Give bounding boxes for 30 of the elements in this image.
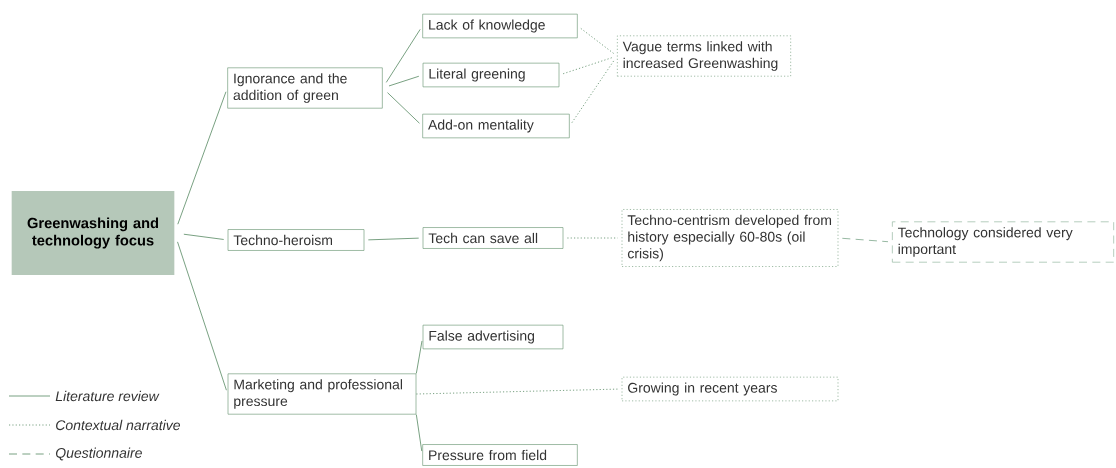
topic-box: Greenwashing and technology focus (11, 191, 175, 275)
topic-box: False advertising (422, 324, 564, 350)
legend-label: Questionnaire (55, 447, 142, 461)
connector-line (183, 233, 225, 240)
topic-box: Pressure from field (422, 444, 578, 466)
connector-line (177, 241, 227, 391)
narrative-box: Techno-centrism developed from history especially 60-80s (oil crisis) (621, 209, 839, 267)
topic-box: Add-on mentality (422, 113, 570, 139)
legend-label: Literature review (55, 390, 160, 402)
topic-box: Tech can save all (422, 227, 564, 249)
topic-box: Ignorance and the addition of green (227, 67, 383, 109)
connector-line (385, 28, 421, 83)
narrative-box: Vague terms linked with increased Greenwashing (617, 35, 791, 77)
legend-label: Contextual narrative (56, 419, 180, 431)
connector-line (415, 414, 423, 452)
connector-line (841, 237, 889, 243)
connector-line (566, 237, 619, 239)
topic-box: Techno-heroism (227, 229, 365, 251)
connector-line (388, 75, 420, 87)
connector-line (415, 340, 423, 374)
connector-line (571, 58, 616, 124)
topic-box: Literal greening (422, 62, 560, 88)
topic-box: Lack of knowledge (422, 13, 578, 39)
connector-line (177, 91, 227, 225)
connector-line (367, 237, 420, 241)
connector-line (562, 56, 614, 75)
connector-line (387, 92, 420, 124)
questionnaire-box: Technology considered very important (892, 221, 1114, 263)
topic-box: Marketing and professional pressure (227, 373, 417, 415)
narrative-box: Growing in recent years (621, 376, 839, 402)
